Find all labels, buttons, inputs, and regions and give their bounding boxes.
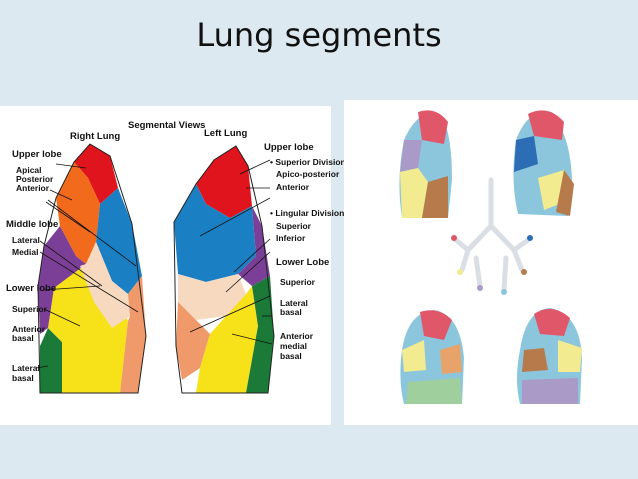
- illustration-right-lung-lateral: [399, 110, 452, 218]
- label-left-lower-lobe: Lower Lobe: [276, 257, 330, 268]
- illustration-bronchial-tree: [453, 177, 531, 293]
- label-right-anterior: Anterior: [16, 183, 50, 193]
- label-right-apical: Apical: [16, 165, 42, 175]
- right-anterior-blue: [96, 188, 142, 294]
- lung-illustrations: [344, 100, 638, 425]
- label-left-anterior: Anterior: [276, 182, 310, 192]
- illustration-left-lung-lateral: [513, 110, 574, 216]
- label-right-upper-lobe: Upper lobe: [12, 149, 62, 160]
- label-right-lateral-basal-1: Lateral: [12, 363, 40, 373]
- label-left-lateral-basal-1: Lateral: [280, 298, 308, 308]
- left-lingula-peach: [178, 274, 246, 320]
- label-left-superior: Superior: [276, 221, 311, 231]
- label-right-anterior-basal-2: basal: [12, 333, 34, 343]
- illustration-right-lung-medial: [400, 310, 464, 404]
- illustration-left-lung-medial: [517, 308, 582, 404]
- label-left-inferior: Inferior: [276, 233, 306, 243]
- label-left-anterior-medial-basal-1: Anterior: [280, 331, 314, 341]
- left-anterior-blue: [174, 184, 256, 282]
- label-right-lateral-basal-2: basal: [12, 373, 34, 383]
- label-left-lingular-division: • Lingular Division: [270, 208, 345, 218]
- slide-title: Lung segments: [196, 16, 442, 54]
- right-lung: [37, 143, 147, 394]
- label-left-anterior-medial-basal-2: medial: [280, 341, 307, 351]
- label-left-lateral-basal-2: basal: [280, 307, 302, 317]
- leader-lines: [35, 159, 273, 369]
- right-lung-outline: [37, 143, 147, 394]
- left-lung-outline: [173, 145, 275, 394]
- right-superior-peach: [80, 242, 130, 328]
- segmental-views-heading: Segmental Views: [128, 120, 206, 131]
- label-right-superior: Superior: [12, 304, 47, 314]
- right-medial-salmon: [120, 276, 146, 393]
- right-lower-lobe-green: [40, 328, 62, 393]
- label-right-anterior-basal-1: Anterior: [12, 324, 46, 334]
- label-right-middle-lobe: Middle lobe: [6, 219, 59, 230]
- label-right-posterior: Posterior: [16, 174, 54, 184]
- left-superior-salmon: [176, 302, 210, 380]
- left-apicoposterior-red: [196, 146, 252, 218]
- segmental-views-diagram: Segmental Views Right Lung Left Lung Upp…: [0, 106, 346, 425]
- left-lung: [173, 145, 275, 394]
- label-left-lower-superior: Superior: [280, 277, 315, 287]
- right-lung-heading: Right Lung: [70, 131, 121, 142]
- left-basal-yellow: [196, 286, 258, 393]
- right-posterior-orange: [56, 162, 100, 264]
- left-lung-heading: Left Lung: [204, 128, 248, 139]
- bronchial-color-tips: [451, 235, 533, 295]
- label-right-medial: Medial: [12, 247, 39, 257]
- label-right-lower-lobe: Lower lobe: [6, 283, 57, 294]
- label-left-apico-posterior: Apico-posterior: [276, 169, 340, 179]
- label-right-lateral: Lateral: [12, 235, 40, 245]
- right-apical-red: [74, 144, 118, 204]
- lung-diagram-svg: [35, 143, 275, 394]
- left-lateral-green: [246, 276, 274, 393]
- label-left-superior-division: • Superior Division: [270, 157, 346, 167]
- label-left-upper-lobe: Upper lobe: [264, 142, 314, 153]
- right-middle-lobe-purple: [38, 226, 86, 334]
- label-left-anterior-medial-basal-3: basal: [280, 351, 302, 361]
- lung-illustrations-svg: [399, 110, 582, 404]
